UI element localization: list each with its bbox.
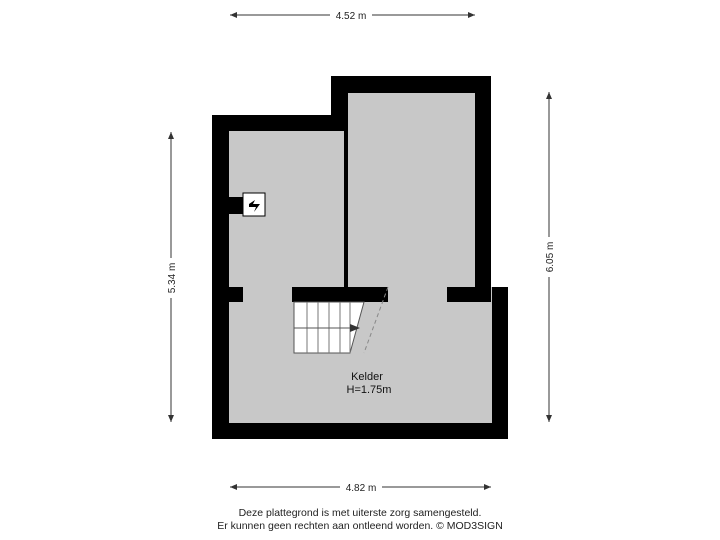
- staircase: [293, 286, 389, 354]
- dimension-top-label: 4.52 m: [336, 11, 367, 22]
- dimension-right: 6.05 m: [542, 92, 556, 422]
- disclaimer-line-2: Er kunnen geen rechten aan ontleend word…: [217, 520, 503, 532]
- wall-stub-boiler: [229, 197, 243, 214]
- wall-stub-left: [229, 287, 243, 302]
- arrow-right-icon: [350, 324, 360, 332]
- wall-stub-right: [447, 287, 491, 302]
- interior-wall-vertical: [344, 93, 348, 287]
- dimension-left-label: 5.34 m: [167, 263, 178, 294]
- room-name: Kelder: [351, 371, 383, 383]
- dimension-left: 5.34 m: [164, 132, 178, 422]
- dimension-right-label: 6.05 m: [545, 242, 556, 273]
- wall-stub-center: [292, 287, 388, 302]
- dimension-bottom-label: 4.82 m: [346, 483, 377, 494]
- room-height: H=1.75m: [347, 384, 392, 396]
- dimension-bottom: 4.82 m: [230, 480, 491, 494]
- dimension-top: 4.52 m: [230, 8, 475, 22]
- boiler-icon: [242, 192, 266, 217]
- disclaimer-line-1: Deze plattegrond is met uiterste zorg sa…: [238, 507, 482, 519]
